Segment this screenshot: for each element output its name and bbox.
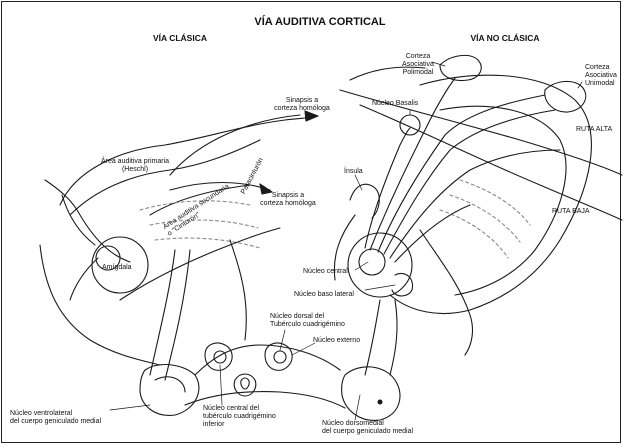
label-polymodal: Corteza Asociativa Polimodal: [388, 53, 448, 77]
label-ruta-alta: RUTA ALTA: [576, 126, 612, 134]
label-primary-area: Área auditiva primaria (Heschl): [80, 158, 190, 174]
ventrolateral-inner: [155, 377, 185, 392]
fiber-3: [384, 110, 555, 254]
aqueduct-inner: [241, 378, 249, 389]
left-outer-curve: [40, 245, 160, 365]
dorsomedial-nucleus: [342, 367, 400, 421]
label-insula: Ínsula: [344, 168, 363, 176]
basalis-nucleus: [400, 115, 420, 135]
leader-ventrolateral: [110, 405, 150, 410]
ruta-baja-line: [360, 105, 622, 220]
frontal-curve: [62, 195, 95, 245]
dorsomedial-dot: [378, 400, 382, 404]
leader-insula: [355, 175, 362, 190]
label-dorsomedial: Núcleo dorsomedial del cuerpo geniculado…: [322, 420, 413, 436]
label-basolateral: Núcleo baso lateral: [294, 291, 354, 299]
colliculus-right: [265, 343, 292, 370]
cortex-outline-left-lower: [70, 140, 260, 215]
left-tract-2: [165, 250, 190, 380]
leader-basolateral: [365, 285, 395, 290]
label-basalis: Núcleo Basalis: [372, 100, 418, 108]
leader-central-tuberculo: [220, 365, 222, 405]
central-nucleus-colliculus-right: [274, 351, 286, 363]
dashed-insula-3: [440, 210, 508, 258]
label-external-nucleus: Núcleo externo: [313, 337, 360, 345]
section-non-classic: VÍA NO CLÁSICA: [440, 33, 570, 43]
amygdala-fiber: [70, 258, 98, 300]
label-central-nucleus: Núcleo central: [303, 268, 348, 276]
right-tract-down: [365, 300, 380, 375]
label-ruta-baja: RUTA BAJA: [552, 208, 590, 216]
label-synapse-top: Sinapsis a corteza homóloga: [262, 97, 342, 113]
diagram-title: VÍA AUDITIVA CORTICAL: [240, 16, 400, 28]
section-classic: VÍA CLÁSICA: [130, 33, 230, 43]
ventrolateral-nucleus: [140, 365, 199, 416]
label-amygdala: Amígdala: [102, 264, 132, 272]
leader-unimodal: [578, 82, 582, 88]
label-synapse-mid: Sinapsis a corteza homóloga: [248, 192, 328, 208]
left-tract-3: [230, 240, 246, 340]
central-nucleus-right-inner: [359, 249, 385, 275]
right-tract-down-2: [390, 300, 397, 375]
label-dorsal-tuberculo: Núcleo dorsal del Tubérculo cuadrigémino: [270, 313, 345, 329]
label-central-tuberculo: Núcleo central del tubérculo cuadrigémin…: [203, 405, 276, 429]
label-unimodal: Corteza Asociativa Unimodal: [585, 64, 617, 88]
dashed-insula-2: [450, 195, 520, 242]
label-ventrolateral: Núcleo ventrolateral del cuerpo genicula…: [10, 410, 101, 426]
